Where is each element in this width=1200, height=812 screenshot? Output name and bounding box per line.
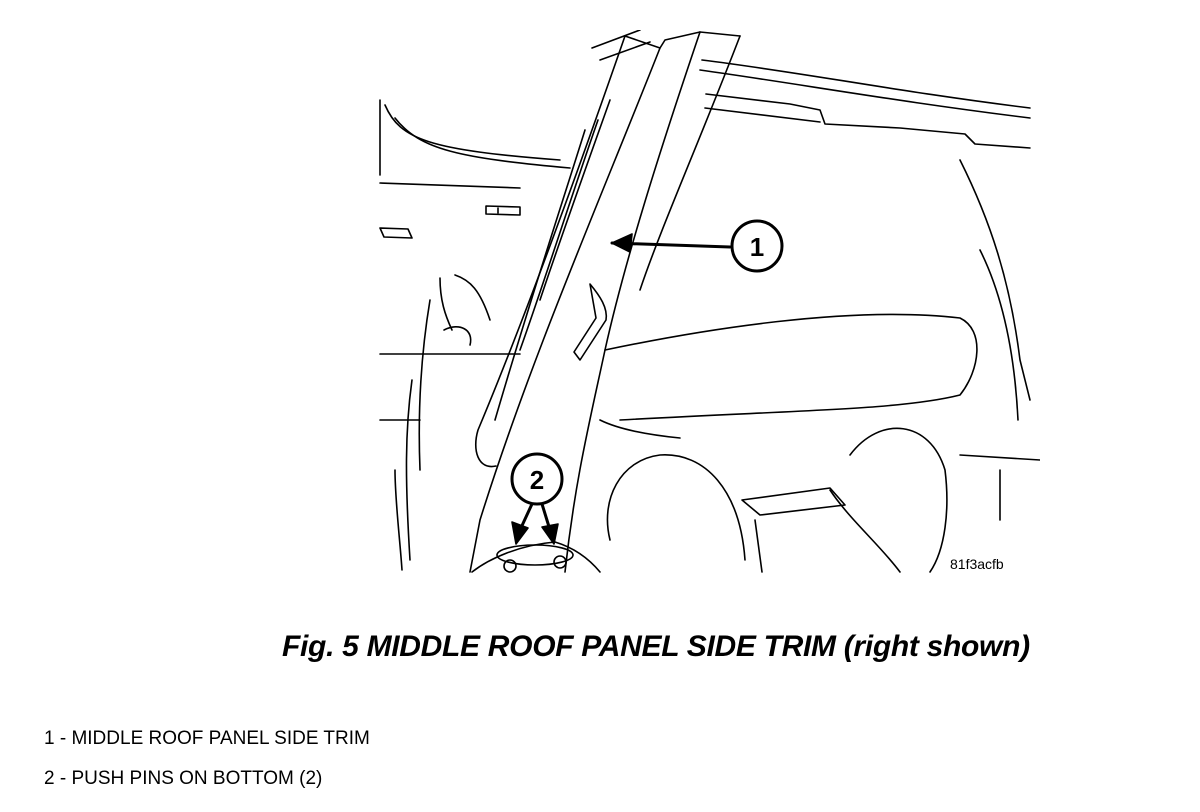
callout-2-number: 2 xyxy=(530,465,544,495)
legend-item: 1 - MIDDLE ROOF PANEL SIDE TRIM xyxy=(44,728,370,749)
callout-1-number: 1 xyxy=(750,232,764,262)
roof-lines xyxy=(591,30,1031,149)
figure-image-id: 81f3acfb xyxy=(950,556,1004,572)
rear-seat-shapes xyxy=(599,159,1040,573)
figure-caption: Fig. 5 MIDDLE ROOF PANEL SIDE TRIM (righ… xyxy=(282,630,1030,663)
callout-2: 2 xyxy=(510,452,564,545)
left-interior-lines xyxy=(379,99,571,421)
trim-illustration: 1 2 xyxy=(379,30,1040,573)
left-seat-shape xyxy=(394,274,491,571)
legend-item: 2 - PUSH PINS ON BOTTOM (2) xyxy=(44,768,323,789)
middle-roof-side-trim-pillar xyxy=(469,31,741,573)
push-pins-area xyxy=(471,541,601,573)
callout-1: 1 xyxy=(610,219,784,273)
